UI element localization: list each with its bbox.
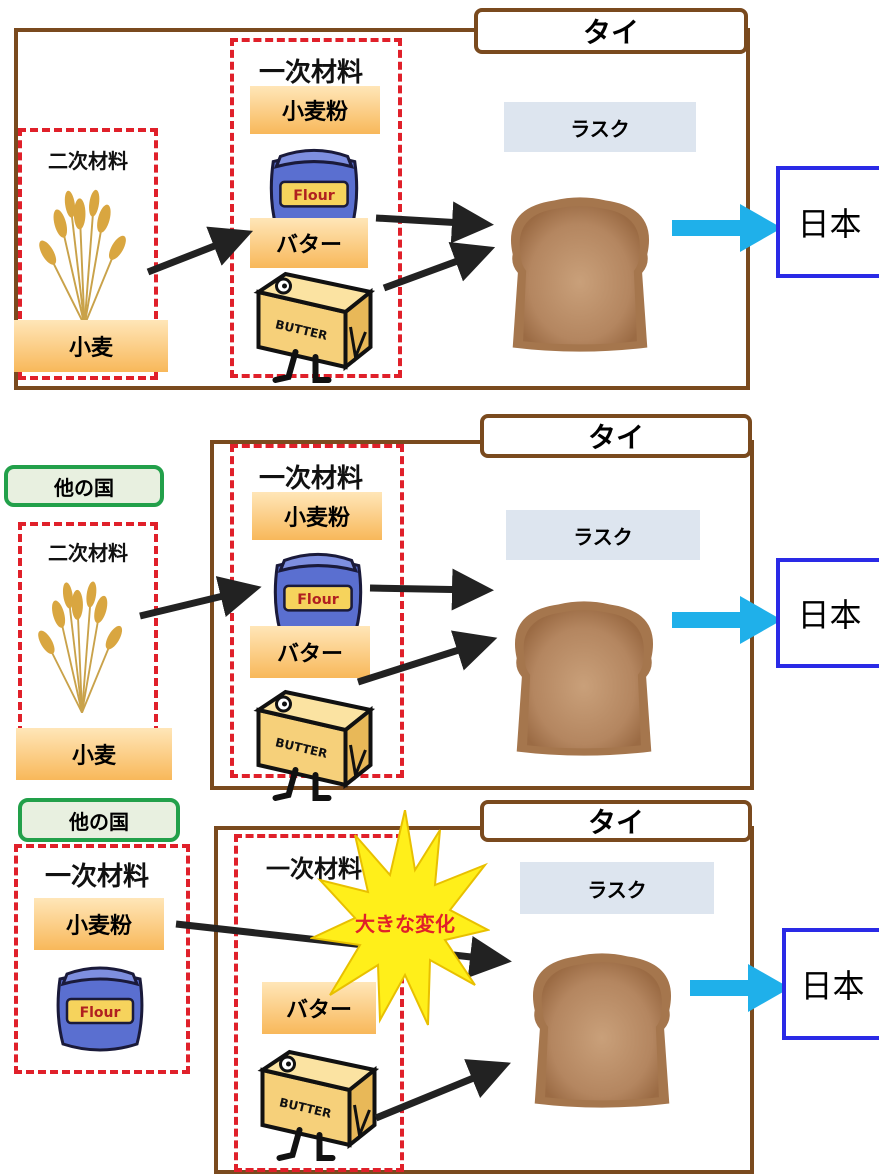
other-country-tag: 他の国: [4, 465, 164, 507]
butter-box-icon: BUTTER: [248, 262, 378, 384]
primary-material-label: 一次材料: [258, 463, 363, 494]
secondary-material-box: [18, 128, 158, 380]
other-country-tag: 他の国: [18, 798, 180, 842]
big-change-label: 大きな変化: [355, 911, 455, 936]
rusk-label: ラスク: [506, 510, 700, 560]
destination-japan: 日本: [776, 166, 879, 278]
flour-bag-icon: Flour: [56, 966, 144, 1052]
arrows-panel-1: [146, 201, 782, 292]
rusk-label: ラスク: [504, 102, 696, 152]
secondary-material-label: 二次材料: [48, 148, 128, 173]
country-tab-thailand: タイ: [474, 8, 748, 54]
svg-text:Flour: Flour: [293, 188, 335, 204]
country-tab-thailand: タイ: [480, 800, 752, 842]
butter-box-icon: BUTTER: [252, 1040, 382, 1162]
svg-text:Flour: Flour: [297, 592, 339, 608]
flour-label: 小麦粉: [252, 492, 382, 540]
secondary-material-label: 二次材料: [48, 540, 128, 565]
primary-material-box-other-country: [14, 844, 190, 1074]
starburst-icon: [310, 810, 490, 1026]
butter-box-icon: BUTTER: [248, 680, 378, 802]
arrows-panel-2: [139, 568, 782, 686]
butter-label: バター: [262, 982, 376, 1034]
butter-label: バター: [250, 218, 368, 268]
flour-label: 小麦粉: [34, 898, 164, 950]
rusk-label: ラスク: [520, 862, 714, 914]
primary-material-label: 一次材料: [44, 861, 149, 892]
wheat-label: 小麦: [14, 320, 168, 372]
flour-bag-icon: Flour: [273, 552, 363, 640]
destination-japan: 日本: [776, 558, 879, 668]
primary-material-box: [234, 834, 404, 1172]
primary-material-label: 一次材料: [258, 57, 363, 88]
primary-material-label: 一次材料: [266, 854, 362, 883]
wheat-label: 小麦: [16, 728, 172, 780]
flour-bag-icon: Flour: [269, 148, 359, 236]
flour-label: 小麦粉: [250, 86, 380, 134]
svg-text:Flour: Flour: [80, 1005, 121, 1021]
butter-label: バター: [250, 626, 370, 678]
country-tab-thailand: タイ: [480, 414, 752, 458]
destination-japan: 日本: [782, 928, 879, 1040]
